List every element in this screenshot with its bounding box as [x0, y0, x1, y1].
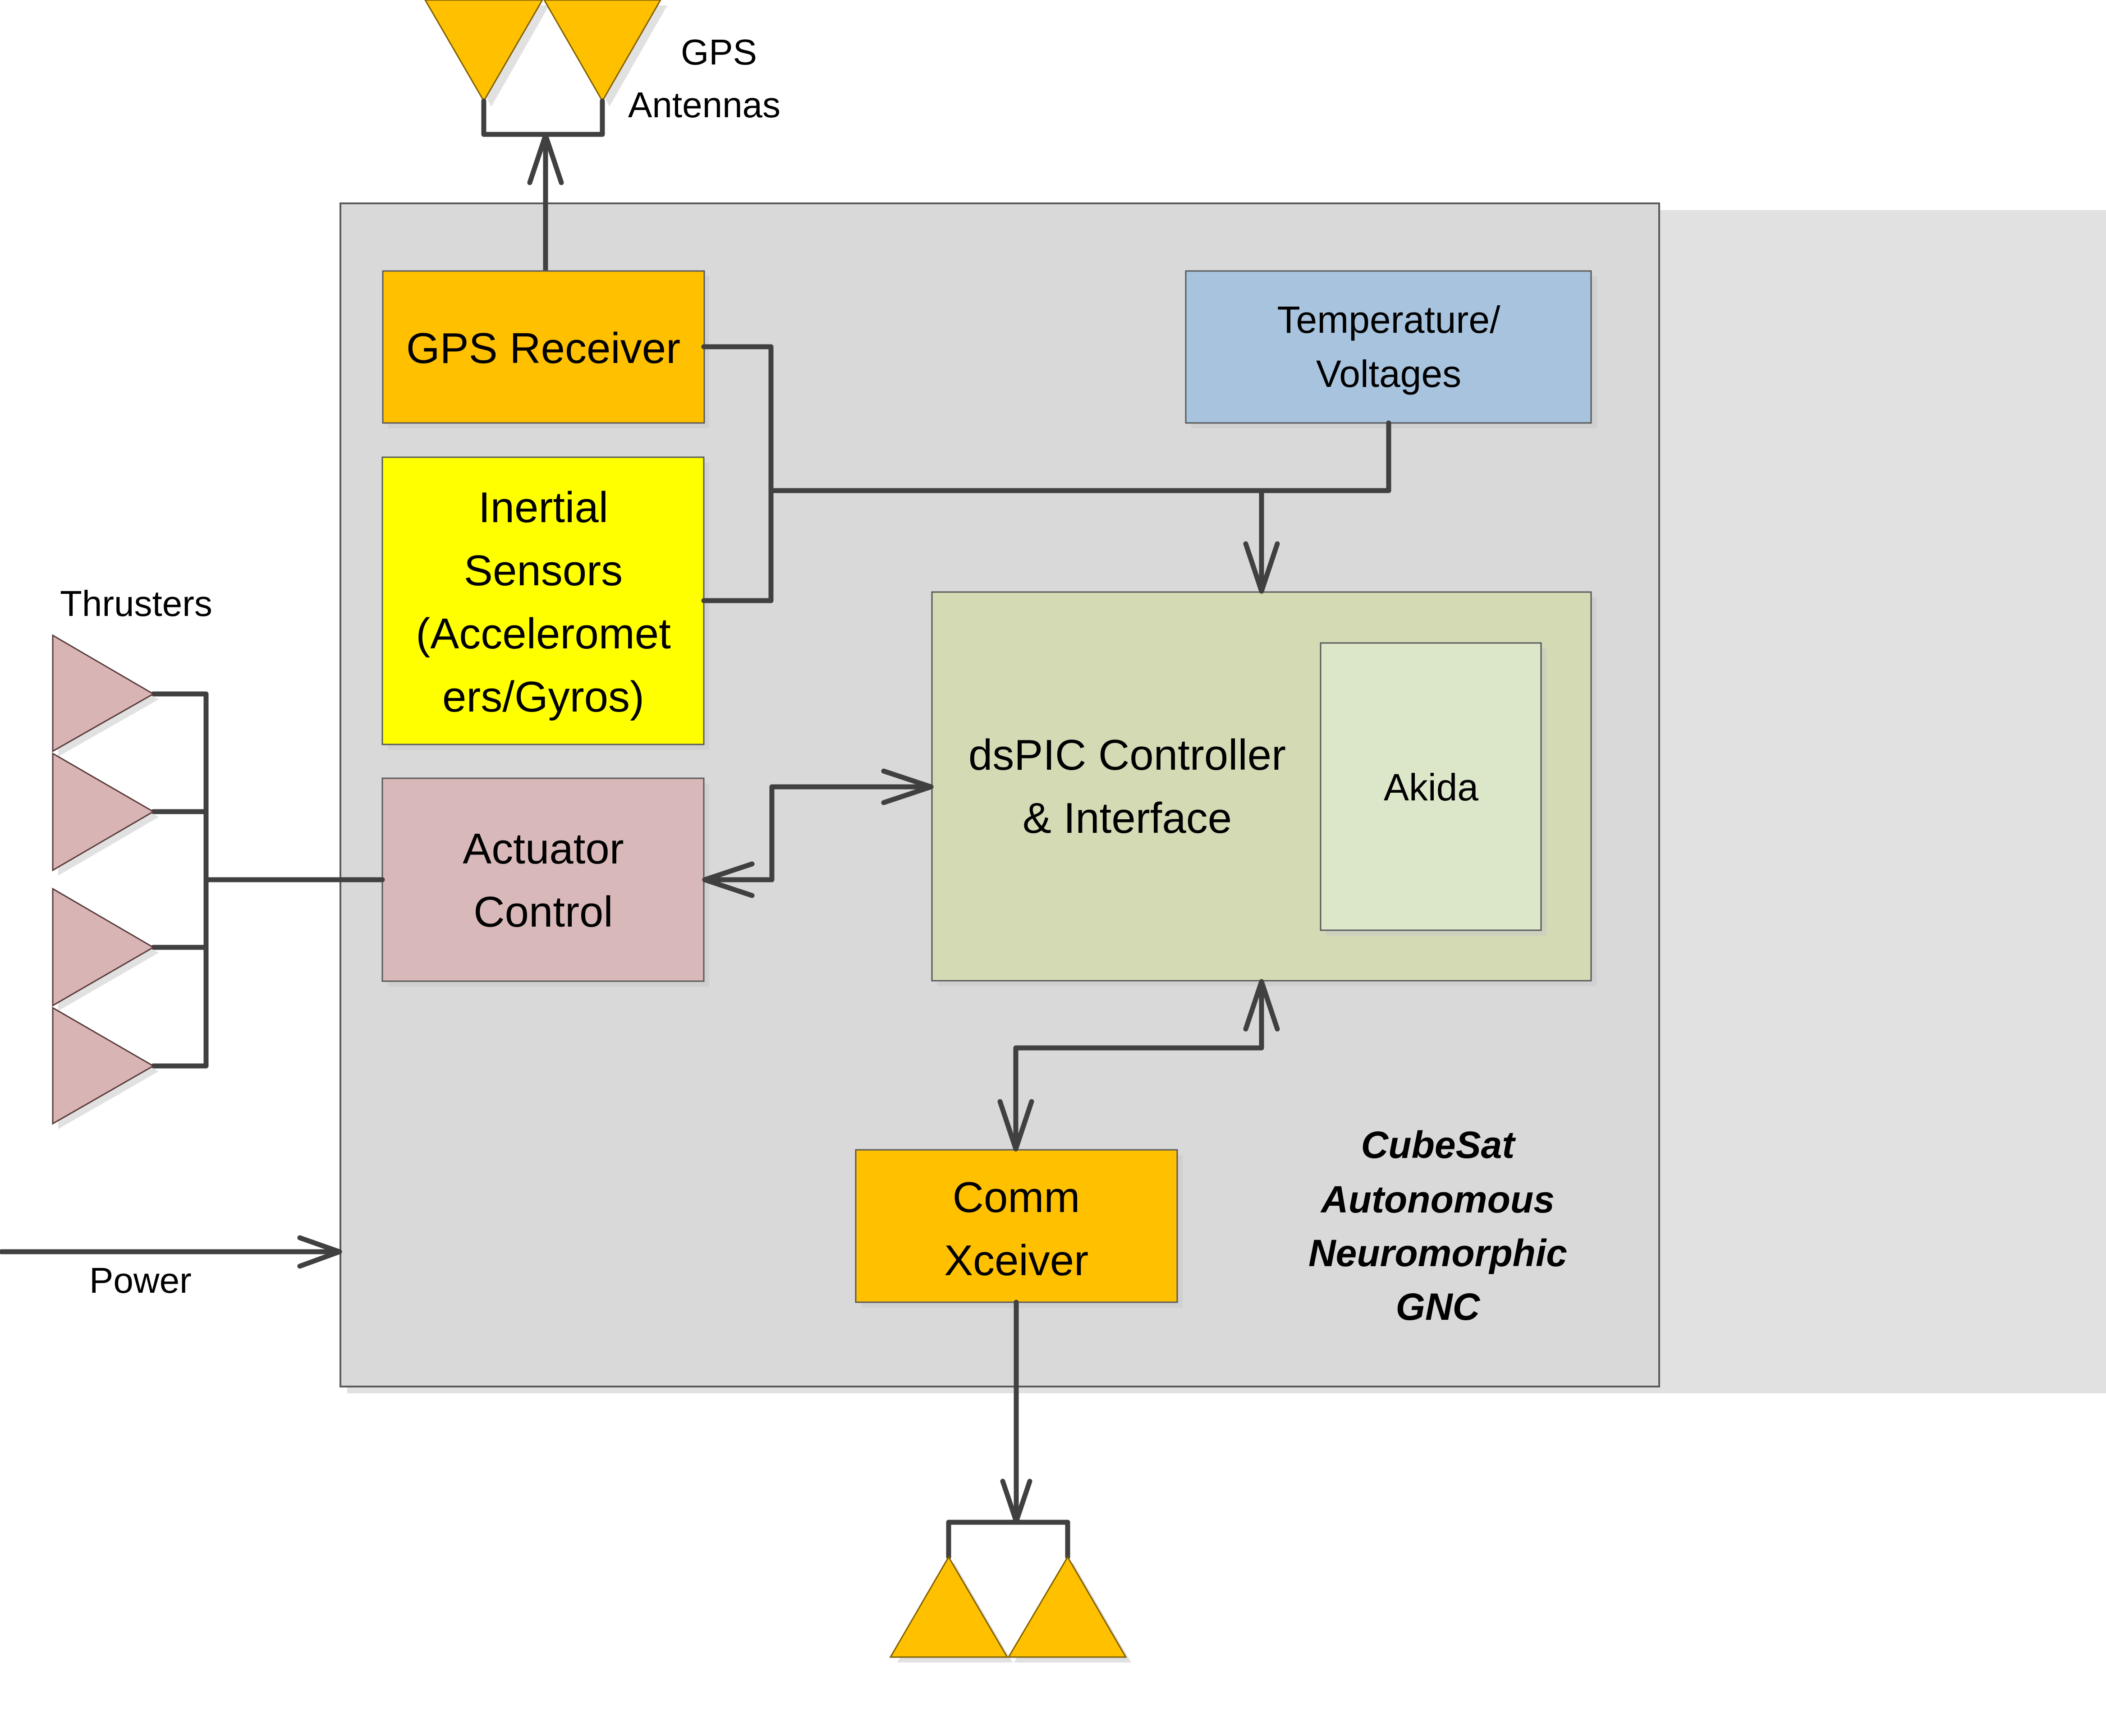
diagram-title: CubeSat Autonomous Neuromorphic GNC: [1308, 1124, 1567, 1328]
temperature-voltages-label-line2: Voltages: [1316, 353, 1461, 395]
arrow-left-icon: [702, 861, 755, 898]
title-line-4: GNC: [1396, 1286, 1481, 1328]
comm-xceiver-label-line1: Comm: [953, 1173, 1080, 1222]
inertial-sensors-label-line4: ers/Gyros): [442, 673, 644, 721]
thruster-icon: [52, 1006, 155, 1125]
comm-antennas: [889, 1556, 1131, 1663]
actuator-control-label-line1: Actuator: [463, 825, 624, 873]
comm-antenna-icon: [1007, 1556, 1127, 1658]
comm-antenna-icon: [889, 1556, 1009, 1658]
arrow-right-icon: [297, 1235, 342, 1269]
actuator-control-label-line2: Control: [473, 888, 613, 936]
arrow-down-icon: [1243, 541, 1280, 594]
inertial-sensors-label-line3: (Acceleromet: [416, 610, 671, 658]
inertial-sensors-label-line2: Sensors: [464, 547, 623, 595]
inertial-sensors-block[interactable]: Inertial Sensors (Acceleromet ers/Gyros): [381, 456, 709, 750]
gps-antennas-label-line1: GPS: [681, 32, 757, 72]
akida-block[interactable]: Akida: [1320, 642, 1546, 936]
gps-receiver-block[interactable]: GPS Receiver: [382, 270, 709, 428]
sensor-bus-trunk: [768, 420, 1391, 493]
thruster-icon: [52, 752, 155, 872]
dspic-comm-wire: [1013, 979, 1264, 1152]
akida-label: Akida: [1384, 766, 1478, 808]
comm-xceiver-block[interactable]: Comm Xceiver: [855, 1149, 1183, 1308]
comm-xceiver-label-line2: Xceiver: [944, 1236, 1088, 1285]
gps-receiver-label: GPS Receiver: [406, 324, 680, 372]
thruster-icon: [52, 634, 155, 753]
thruster-bus-wire: [151, 691, 209, 1069]
gps-antennas-label-line2: Antennas: [628, 85, 780, 125]
dspic-actuator-wire: [702, 784, 934, 882]
title-line-1: CubeSat: [1361, 1124, 1516, 1166]
title-line-3: Neuromorphic: [1308, 1232, 1567, 1274]
gps-antennas: [424, 0, 667, 137]
gps-antenna-icon: [543, 0, 661, 103]
title-line-2: Autonomous: [1320, 1178, 1555, 1221]
arrow-up-icon: [1243, 979, 1280, 1032]
sensor-bus-wire: [701, 344, 774, 603]
dspic-controller-label-line2: & Interface: [1023, 794, 1232, 842]
arrow-down-icon: [997, 1099, 1034, 1152]
actuator-control-block[interactable]: Actuator Control: [381, 777, 709, 987]
arrow-up-icon: [527, 133, 564, 185]
inertial-sensors-label-line1: Inertial: [478, 483, 608, 532]
thrusters-label: Thrusters: [60, 583, 212, 624]
comm-antenna-bracket: [946, 1520, 1070, 1560]
power-label: Power: [89, 1260, 192, 1300]
gps-antenna-icon: [424, 0, 543, 102]
temperature-voltages-label-line1: Temperature/: [1277, 299, 1501, 341]
gps-antenna-bracket: [481, 98, 605, 137]
temperature-voltages-block[interactable]: Temperature/ Voltages: [1185, 270, 1597, 428]
arrow-right-icon: [881, 768, 934, 805]
thrusters: [52, 634, 159, 1129]
dspic-controller-label-line1: dsPIC Controller: [968, 731, 1286, 779]
thruster-icon: [52, 887, 155, 1007]
